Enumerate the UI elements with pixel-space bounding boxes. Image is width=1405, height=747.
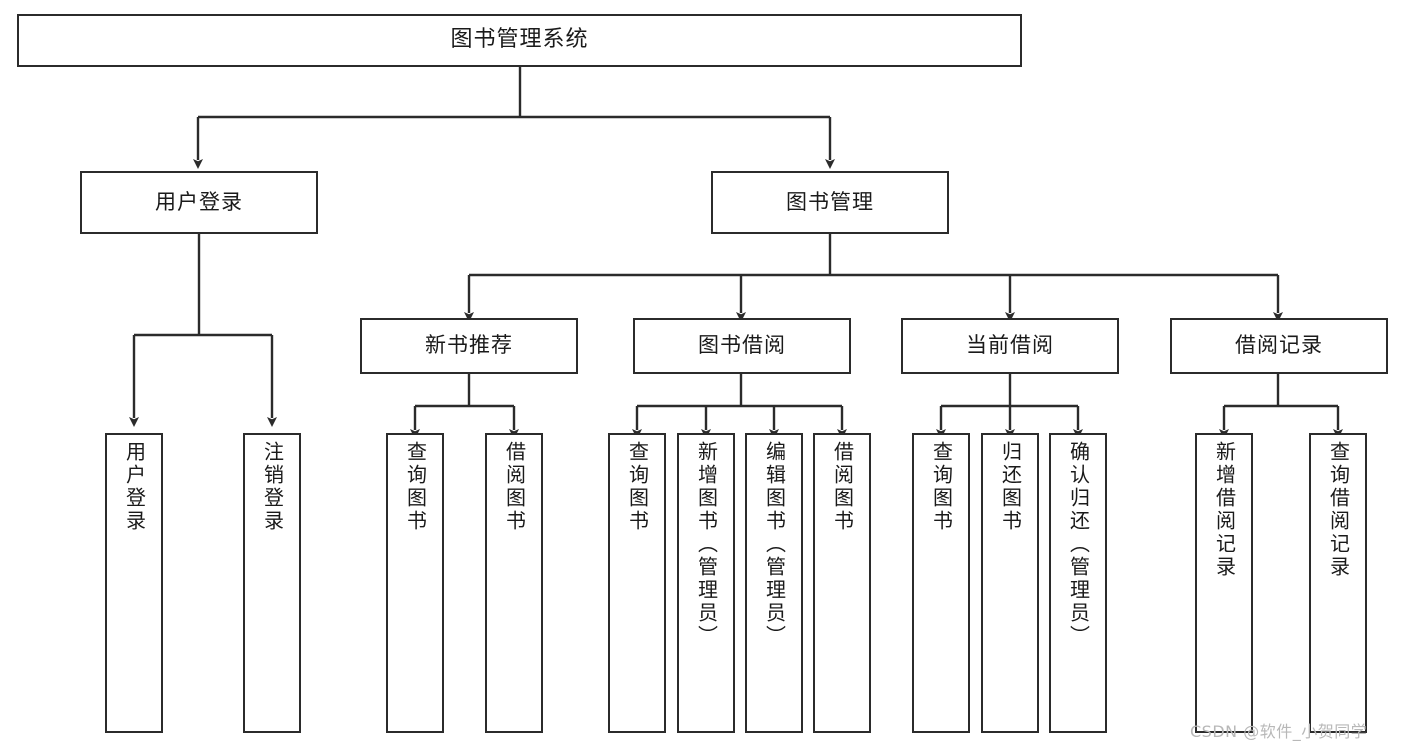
leaf-current-borrow-2[interactable]: 确认归还（管理员） (1049, 433, 1107, 733)
node-user-login-label: 用户登录 (155, 189, 243, 214)
leaf-borrow-record-0[interactable]: 新增借阅记录 (1195, 433, 1253, 733)
leaf-label: 注销登录 (260, 441, 285, 533)
leaf-current-borrow-0[interactable]: 查询图书 (912, 433, 970, 733)
leaf-book-borrow-0[interactable]: 查询图书 (608, 433, 666, 733)
csdn-watermark: CSDN @软件_小贺同学 (1190, 722, 1368, 741)
node-user-login[interactable]: 用户登录 (80, 171, 318, 234)
leaf-label: 确认归还（管理员） (1066, 441, 1091, 648)
leaf-label: 查询借阅记录 (1326, 441, 1351, 579)
leaf-label: 编辑图书（管理员） (762, 441, 787, 648)
node-borrow-record[interactable]: 借阅记录 (1170, 318, 1388, 374)
node-root-label: 图书管理系统 (450, 27, 589, 53)
leaf-label: 借阅图书 (502, 441, 527, 533)
node-current-borrow[interactable]: 当前借阅 (901, 318, 1119, 374)
leaf-label: 新增图书（管理员） (694, 441, 719, 648)
node-book-manage-label: 图书管理 (786, 189, 874, 214)
leaf-label: 查询图书 (403, 441, 428, 533)
leaf-label: 借阅图书 (830, 441, 855, 533)
leaf-book-borrow-1[interactable]: 新增图书（管理员） (677, 433, 735, 733)
node-borrow-record-label: 借阅记录 (1235, 333, 1323, 358)
node-new-book-label: 新书推荐 (425, 333, 513, 358)
leaf-new-book-1[interactable]: 借阅图书 (485, 433, 543, 733)
leaf-borrow-record-1[interactable]: 查询借阅记录 (1309, 433, 1367, 733)
leaf-label: 查询图书 (625, 441, 650, 533)
leaf-book-borrow-2[interactable]: 编辑图书（管理员） (745, 433, 803, 733)
leaf-book-borrow-3[interactable]: 借阅图书 (813, 433, 871, 733)
leaf-label: 归还图书 (998, 441, 1023, 533)
leaf-label: 查询图书 (929, 441, 954, 533)
leaf-new-book-0[interactable]: 查询图书 (386, 433, 444, 733)
leaf-label: 新增借阅记录 (1212, 441, 1237, 579)
leaf-user-login-0[interactable]: 用户登录 (105, 433, 163, 733)
node-book-borrow-label: 图书借阅 (698, 333, 786, 358)
node-book-borrow[interactable]: 图书借阅 (633, 318, 851, 374)
node-book-manage[interactable]: 图书管理 (711, 171, 949, 234)
leaf-user-login-1[interactable]: 注销登录 (243, 433, 301, 733)
node-root[interactable]: 图书管理系统 (17, 14, 1022, 67)
leaf-current-borrow-1[interactable]: 归还图书 (981, 433, 1039, 733)
node-current-borrow-label: 当前借阅 (966, 333, 1054, 358)
node-new-book[interactable]: 新书推荐 (360, 318, 578, 374)
leaf-label: 用户登录 (122, 441, 147, 533)
